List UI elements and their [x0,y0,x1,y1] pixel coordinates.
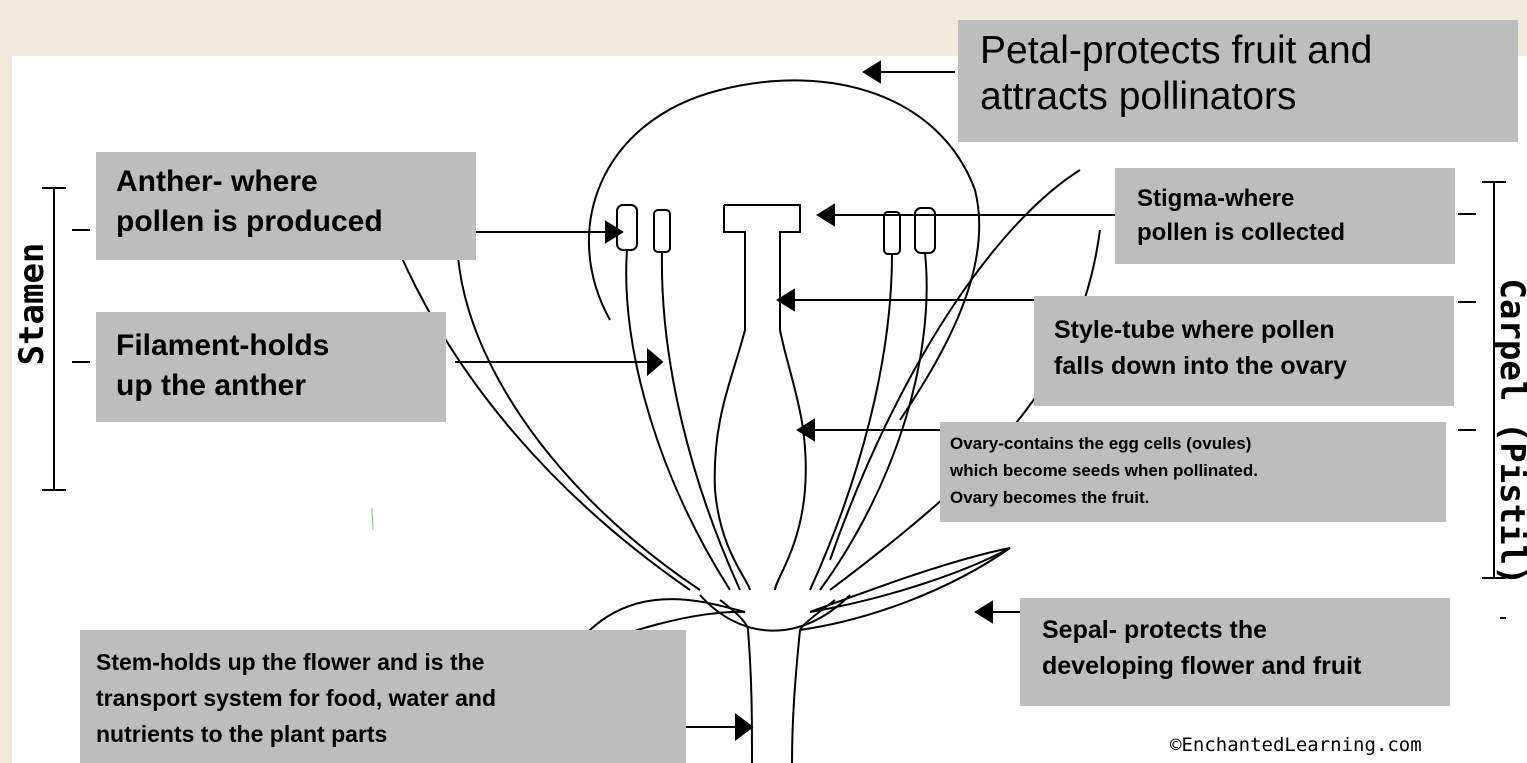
filament-left-1 [626,250,730,590]
right-sepal [810,548,1010,612]
copyright-credit: ©EnchantedLearning.com [1170,734,1422,756]
style-label-box: Style-tube where pollen falls down into … [1034,296,1454,406]
right-outer-line [830,230,1100,590]
ovary-label: Ovary-contains the egg cells (ovules) wh… [950,430,1446,511]
petal-label: Petal-protects fruit and attracts pollin… [980,28,1518,120]
anther-left-2 [654,210,670,252]
petal-label-box: Petal-protects fruit and attracts pollin… [958,20,1518,142]
filament-right-2 [820,253,927,590]
style-label: Style-tube where pollen falls down into … [1054,312,1454,384]
stem-right [792,630,800,763]
filament-label-box: Filament-holds up the anther [96,312,446,422]
stigma-label: Stigma-where pollen is collected [1137,182,1455,250]
filament-label: Filament-holds up the anther [116,326,446,406]
anther-right-1 [884,212,900,254]
stigma [724,205,806,590]
stem-label: Stem-holds up the flower and is the tran… [96,644,686,752]
ovary-label-box: Ovary-contains the egg cells (ovules) wh… [940,422,1446,522]
sepal-label: Sepal- protects the developing flower an… [1042,612,1450,684]
stem-left [748,630,752,763]
filament-right-1 [810,254,892,590]
stem-label-box: Stem-holds up the flower and is the tran… [80,630,686,763]
stamen-group-label: Stamen [12,243,52,366]
stigma-label-box: Stigma-where pollen is collected [1115,168,1455,264]
anther-left-1 [617,205,637,250]
carpel-group-label: Carpel (Pistil) [1492,278,1527,585]
stem-top [720,600,835,630]
anther-label: Anther- where pollen is produced [116,162,476,242]
sepal-label-box: Sepal- protects the developing flower an… [1020,598,1450,706]
pistil-left [715,205,750,590]
anther-label-box: Anther- where pollen is produced [96,152,476,260]
